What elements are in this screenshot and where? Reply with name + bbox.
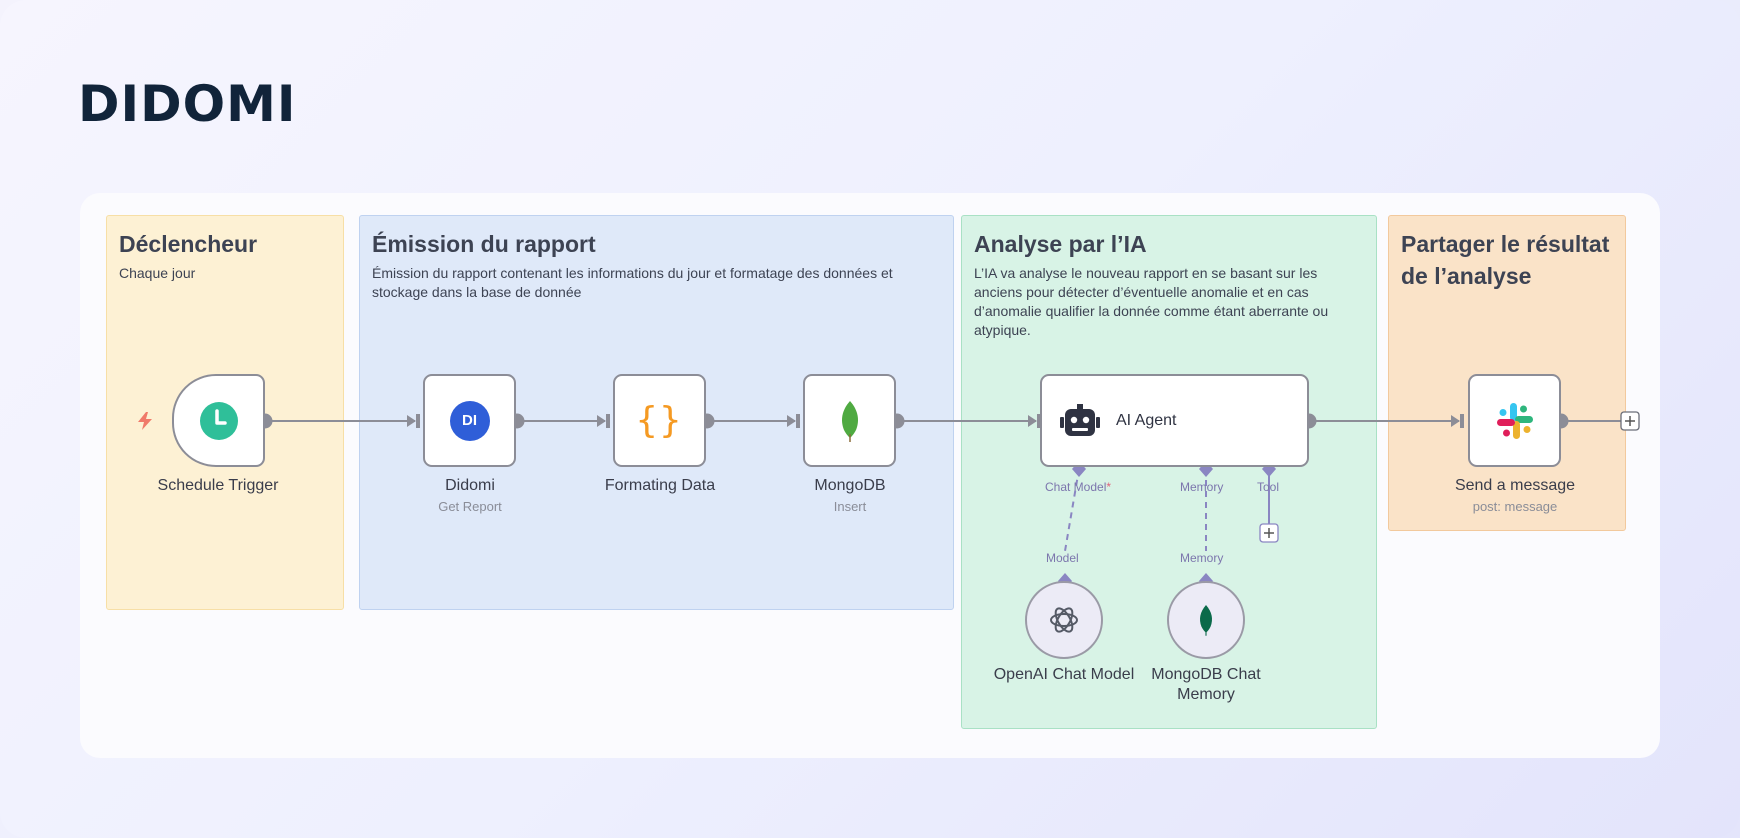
- group-share[interactable]: Partager le résultat de l’analyse: [1388, 215, 1626, 531]
- didomi-logo: DIDOMI: [78, 75, 297, 133]
- port-tool-label: Tool: [1257, 480, 1280, 494]
- node-openai-label: OpenAI Chat Model: [993, 666, 1135, 683]
- group-report-title: Émission du rapport: [372, 231, 596, 257]
- add-tool-button: [1259, 523, 1279, 543]
- node-send-a-message-label: Send a message: [1454, 477, 1576, 494]
- robot-icon: [1060, 403, 1100, 436]
- port-model-label: Model: [1046, 551, 1079, 565]
- group-report-description: Émission du rapport contenant les inform…: [372, 265, 893, 300]
- trigger-bolt-icon: [138, 412, 152, 430]
- port-memory-in-label: Memory: [1180, 551, 1224, 565]
- node-send-a-message[interactable]: [1468, 374, 1561, 467]
- didomi-logo-icon: DI: [449, 400, 490, 441]
- node-didomi-label: Didomi: [445, 477, 495, 494]
- port-memory-label: Memory: [1180, 480, 1224, 494]
- node-send-a-message-sublabel: post: message: [1472, 499, 1558, 514]
- workflow-canvas[interactable]: Déclencheur Chaque jour Émission du rapp…: [80, 193, 1660, 758]
- add-node-button-end: [1620, 411, 1640, 431]
- node-formating-data-label: Formating Data: [604, 477, 716, 494]
- group-share-title: Partager le résultat de l’analyse: [1401, 231, 1610, 289]
- node-ai-agent[interactable]: AI Agent: [1040, 374, 1309, 467]
- node-schedule-trigger-label: Schedule Trigger: [157, 477, 279, 494]
- wire-chatmodel-model: [1064, 468, 1080, 552]
- port-chat-model-label: Chat Model*: [1045, 480, 1112, 494]
- group-trigger-title: Déclencheur: [119, 231, 258, 257]
- node-schedule-trigger[interactable]: [172, 374, 265, 467]
- group-ai-description: L’IA va analyse le nouveau rapport en se…: [974, 265, 1329, 338]
- mongodb-leaf-icon: [1200, 605, 1212, 636]
- node-openai-chat-model[interactable]: [1025, 581, 1103, 659]
- mongodb-leaf-icon: [841, 400, 858, 442]
- slack-icon: [1496, 402, 1533, 439]
- clock-icon: [199, 401, 238, 440]
- group-ai[interactable]: Analyse par l’IA L’IA va analyse le nouv…: [961, 215, 1377, 729]
- node-mongodb-memory-label: MongoDB Chat Memory: [1151, 666, 1261, 703]
- node-mongodb[interactable]: [803, 374, 896, 467]
- node-ai-agent-label: AI Agent: [1116, 411, 1177, 429]
- openai-icon: [1050, 607, 1078, 633]
- node-mongodb-chat-memory[interactable]: [1167, 581, 1245, 659]
- group-trigger-description: Chaque jour: [119, 265, 196, 281]
- node-formating-data[interactable]: {}: [613, 374, 706, 467]
- group-ai-title: Analyse par l’IA: [974, 231, 1147, 257]
- node-mongodb-label: MongoDB: [814, 477, 886, 494]
- node-didomi[interactable]: DI: [423, 374, 516, 467]
- node-mongodb-sublabel: Insert: [833, 499, 867, 514]
- code-braces-icon: {}: [635, 400, 684, 441]
- node-didomi-sublabel: Get Report: [438, 499, 502, 514]
